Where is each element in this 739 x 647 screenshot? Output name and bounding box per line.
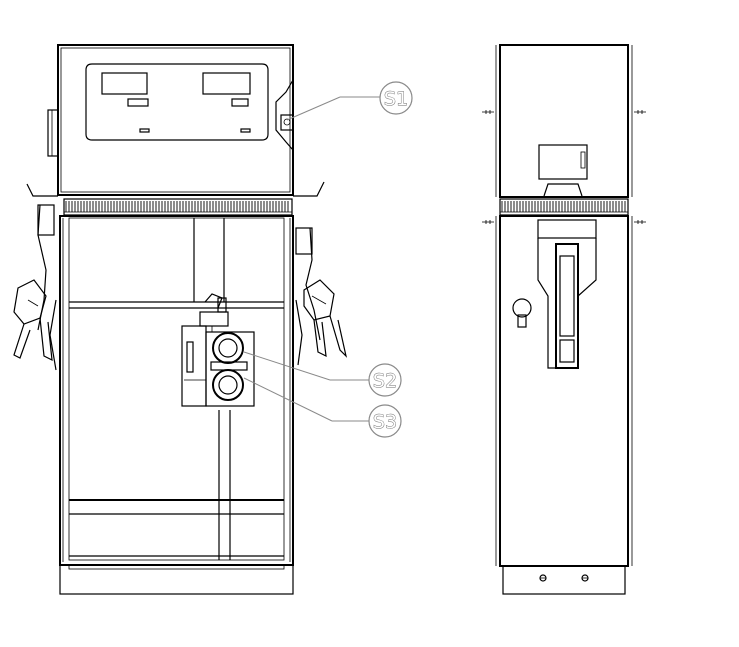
side-view <box>482 44 646 595</box>
callout-label-s1: S1 <box>384 88 408 110</box>
meter-lower <box>212 369 244 401</box>
display-small-window-right <box>231 98 249 107</box>
pump-meter-assembly <box>181 293 255 407</box>
left-nozzle <box>13 204 57 371</box>
keyhole-lock <box>512 298 532 318</box>
side-body <box>495 215 633 595</box>
callout-s2: S2 <box>243 351 402 397</box>
right-nozzle <box>295 227 348 366</box>
callout-s3: S3 <box>243 377 402 438</box>
side-head <box>482 44 646 224</box>
side-grille-slats <box>501 201 626 212</box>
callout-label-s2: S2 <box>373 370 397 392</box>
nozzle-holster <box>537 219 597 239</box>
front-grille-slats <box>65 201 289 212</box>
callout-s1: S1 <box>286 81 413 121</box>
side-grille <box>499 198 629 216</box>
cabinet-body <box>59 215 294 595</box>
display-housing <box>26 44 325 197</box>
display-small-window-left <box>127 98 149 107</box>
display-screen-right <box>202 72 251 95</box>
callout-label-s3: S3 <box>373 411 397 433</box>
display-screen-left <box>101 72 148 95</box>
front-view <box>13 44 348 595</box>
s1-component <box>280 114 294 131</box>
meter-upper <box>212 332 244 364</box>
